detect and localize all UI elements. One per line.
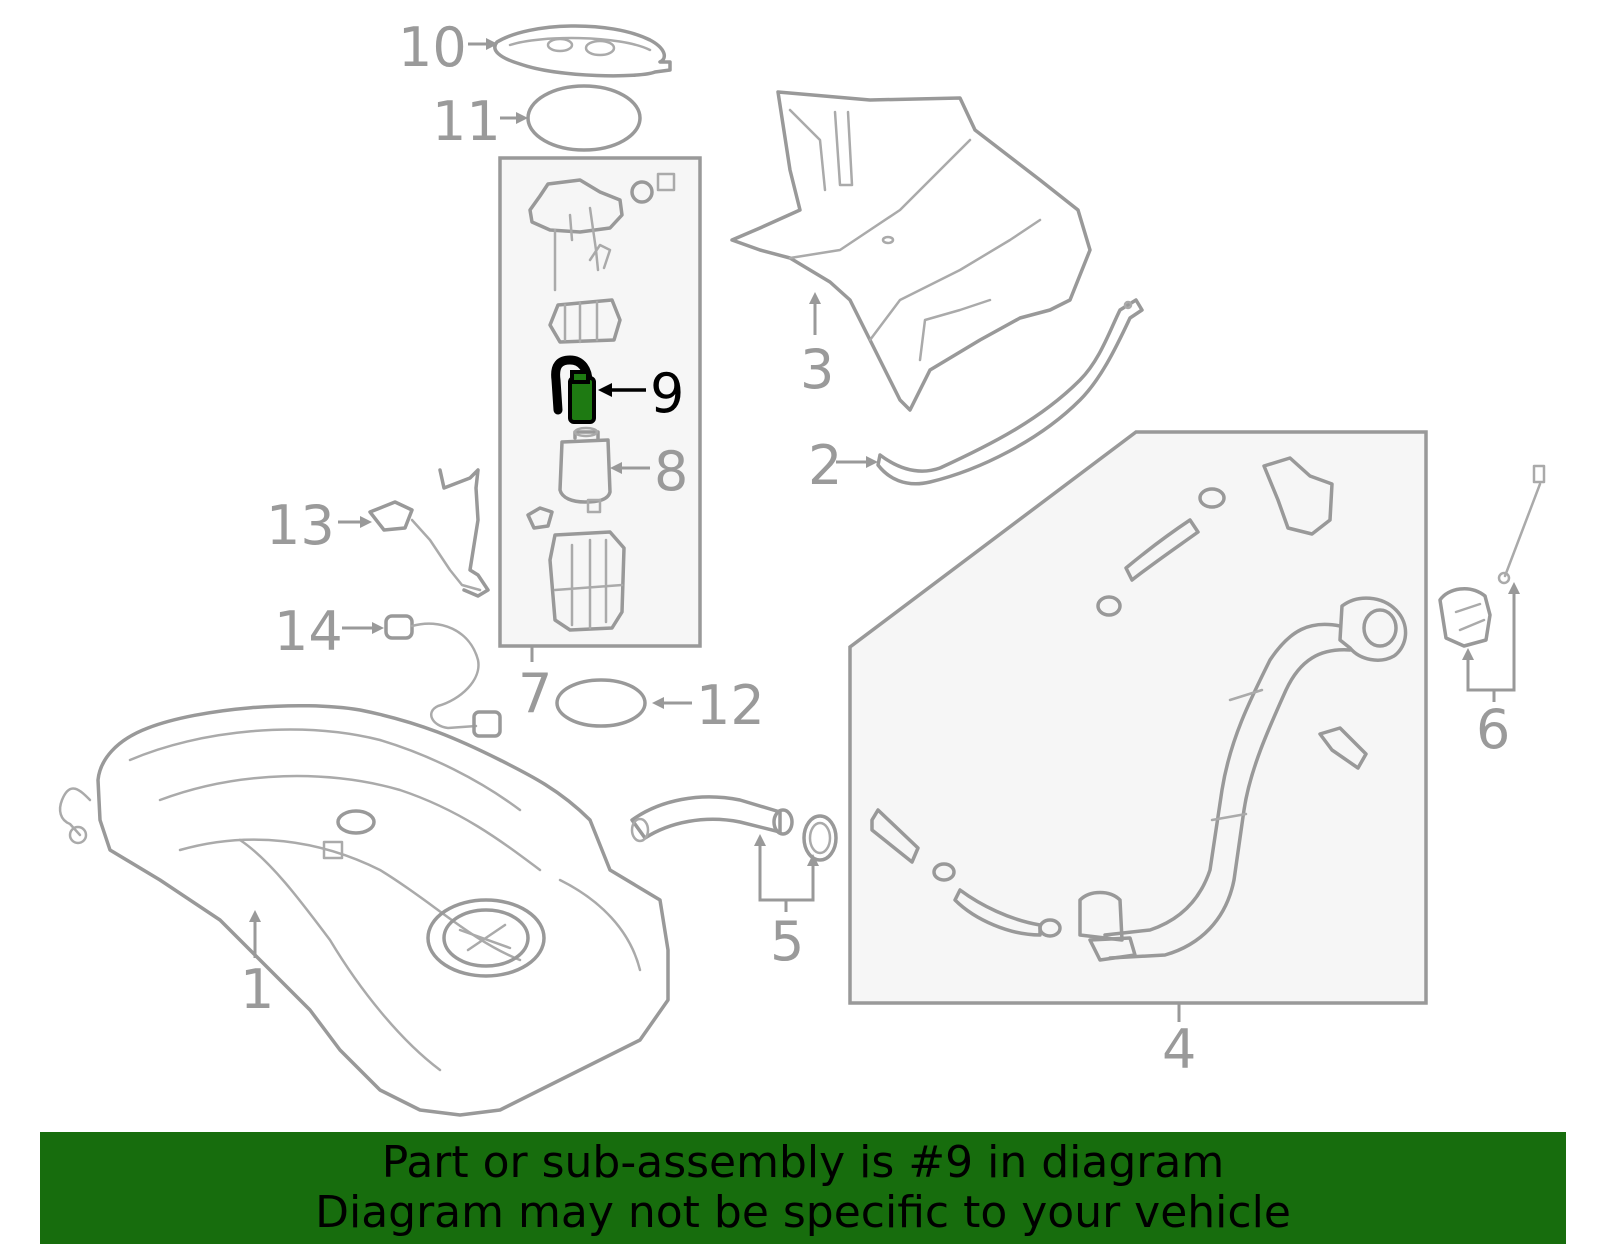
- group-box-7: [498, 156, 702, 648]
- callout-9: 9: [650, 362, 684, 425]
- part-13-sender: [368, 468, 490, 598]
- callout-1: 1: [240, 958, 274, 1021]
- part-12-seal: [555, 678, 647, 728]
- callout-13: 13: [266, 494, 335, 557]
- part-14-harness: [384, 614, 502, 738]
- banner-line-1: Part or sub-assembly is #9 in diagram: [381, 1137, 1225, 1188]
- callout-14: 14: [274, 600, 343, 663]
- callout-6: 6: [1476, 698, 1510, 761]
- leader-9: [598, 383, 646, 397]
- banner-line-2: Diagram may not be specific to your vehi…: [315, 1187, 1291, 1238]
- callout-2: 2: [808, 434, 842, 497]
- part-7-module-flange: [528, 172, 676, 344]
- part-6-cap: [1438, 464, 1546, 648]
- callout-7: 7: [518, 662, 552, 725]
- part-9-fuel-pump: [551, 355, 596, 424]
- part-2-strap: [876, 298, 1144, 486]
- callout-8: 8: [654, 440, 688, 503]
- info-banner: Part or sub-assembly is #9 in diagram Di…: [40, 1132, 1566, 1244]
- part-1-fuel-tank: [58, 703, 670, 1117]
- part-11-seal: [526, 84, 642, 152]
- part-10-cover: [493, 24, 672, 78]
- part-8-filter: [526, 426, 612, 530]
- callout-3: 3: [800, 338, 834, 401]
- callout-11: 11: [432, 90, 501, 153]
- callout-10: 10: [398, 16, 467, 79]
- group-box-4: [848, 430, 1428, 1005]
- part-7-reservoir: [548, 530, 626, 632]
- part-4-filler-neck: [870, 456, 1408, 962]
- callout-4: 4: [1162, 1018, 1196, 1081]
- part-3-heat-shield: [730, 90, 1092, 412]
- callout-12: 12: [696, 674, 765, 737]
- part-5-hose-clamp: [630, 795, 838, 862]
- callout-5: 5: [770, 910, 804, 973]
- leader-lines: [249, 38, 1520, 1022]
